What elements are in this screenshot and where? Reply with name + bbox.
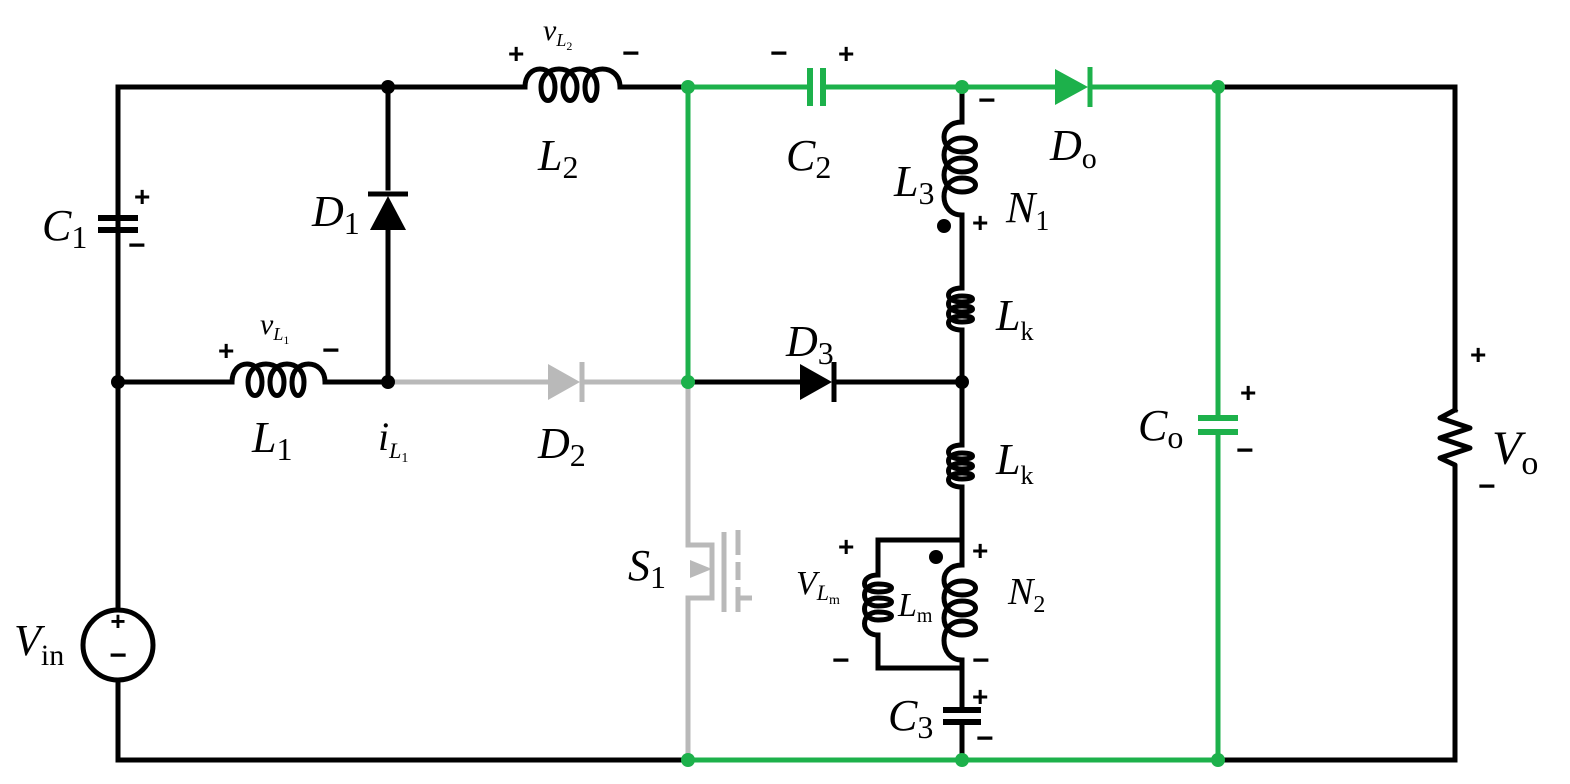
- label-vlm: VLm: [796, 565, 840, 608]
- resistor-load: [1437, 406, 1473, 473]
- dot-n1: [937, 219, 951, 233]
- label-vl1: vL1: [260, 308, 289, 347]
- vin-minus: −: [109, 639, 127, 672]
- label-c2: C2: [786, 131, 831, 185]
- label-vin: Vin: [14, 616, 64, 672]
- capacitor-c3: [943, 707, 981, 725]
- winding-n2: [929, 540, 978, 663]
- vlm-minus: −: [832, 644, 850, 677]
- label-n1: N1: [1005, 183, 1049, 237]
- l1-minus: −: [322, 334, 340, 367]
- label-l3: L3: [893, 157, 934, 211]
- label-c1: C1: [42, 201, 87, 255]
- capacitor-co: [1198, 415, 1238, 435]
- n2-plus: +: [972, 535, 988, 566]
- n1-minus: −: [978, 84, 996, 117]
- label-c3: C3: [888, 691, 933, 745]
- c2-plus: +: [838, 38, 854, 69]
- c2-minus: −: [770, 37, 788, 70]
- n2-minus: −: [972, 644, 990, 677]
- c1-plus: +: [134, 181, 150, 212]
- diode-d2: [548, 362, 585, 402]
- label-lm: Lm: [897, 587, 933, 627]
- label-d1: D1: [311, 187, 360, 241]
- label-il1: iL1: [378, 414, 408, 466]
- label-do: Do: [1049, 121, 1097, 175]
- label-d3: D3: [785, 317, 834, 371]
- label-n2: N2: [1007, 571, 1045, 618]
- inductor-lk-bottom: [946, 442, 975, 490]
- labels: C1 D1 vL1 L1 iL1 vL2 L2 D2 S1 C2 D3 L3 N…: [14, 14, 1538, 745]
- node-dots: [111, 80, 1225, 767]
- label-s1: S1: [628, 541, 666, 595]
- vo-plus: +: [1470, 339, 1486, 370]
- l2-plus: +: [508, 38, 524, 69]
- polarity-marks: + − + − + − − + − + + − + − + − + − + −: [128, 37, 1496, 755]
- capacitor-c2: [807, 68, 826, 106]
- n1-plus: +: [972, 207, 988, 238]
- label-l1: L1: [251, 413, 292, 467]
- capacitor-c1: [98, 215, 138, 248]
- inductor-l2: [522, 66, 623, 103]
- label-vl2: vL2: [543, 14, 572, 53]
- black-wires: [115, 84, 1458, 763]
- vo-minus: −: [1478, 470, 1496, 503]
- voltage-source-vin: + −: [80, 606, 156, 683]
- co-minus: −: [1236, 434, 1254, 467]
- inductor-l1: [229, 361, 328, 398]
- label-vo: Vo: [1492, 422, 1538, 482]
- inductor-lk-top: [946, 285, 975, 333]
- gray-wires: [385, 379, 715, 763]
- mosfet-s1: [690, 530, 752, 612]
- c3-minus: −: [976, 722, 994, 755]
- diode-d1: [368, 191, 408, 230]
- diode-do: [1055, 67, 1093, 107]
- co-plus: +: [1240, 377, 1256, 408]
- label-d2: D2: [537, 419, 586, 473]
- diode-d3: [800, 362, 837, 402]
- vin-plus: +: [110, 606, 125, 636]
- inductor-lm: [862, 572, 894, 638]
- winding-n1: [937, 119, 978, 233]
- c3-plus: +: [972, 681, 988, 712]
- dot-n2: [929, 550, 943, 564]
- c1-minus: −: [128, 229, 146, 262]
- label-co: Co: [1138, 401, 1183, 455]
- label-lk-bottom: Lk: [995, 435, 1033, 490]
- green-wires: [685, 84, 1221, 763]
- l1-plus: +: [218, 335, 234, 366]
- l2-minus: −: [622, 37, 640, 70]
- label-lk-top: Lk: [995, 291, 1033, 346]
- vlm-plus: +: [838, 531, 854, 562]
- label-l2: L2: [537, 131, 578, 185]
